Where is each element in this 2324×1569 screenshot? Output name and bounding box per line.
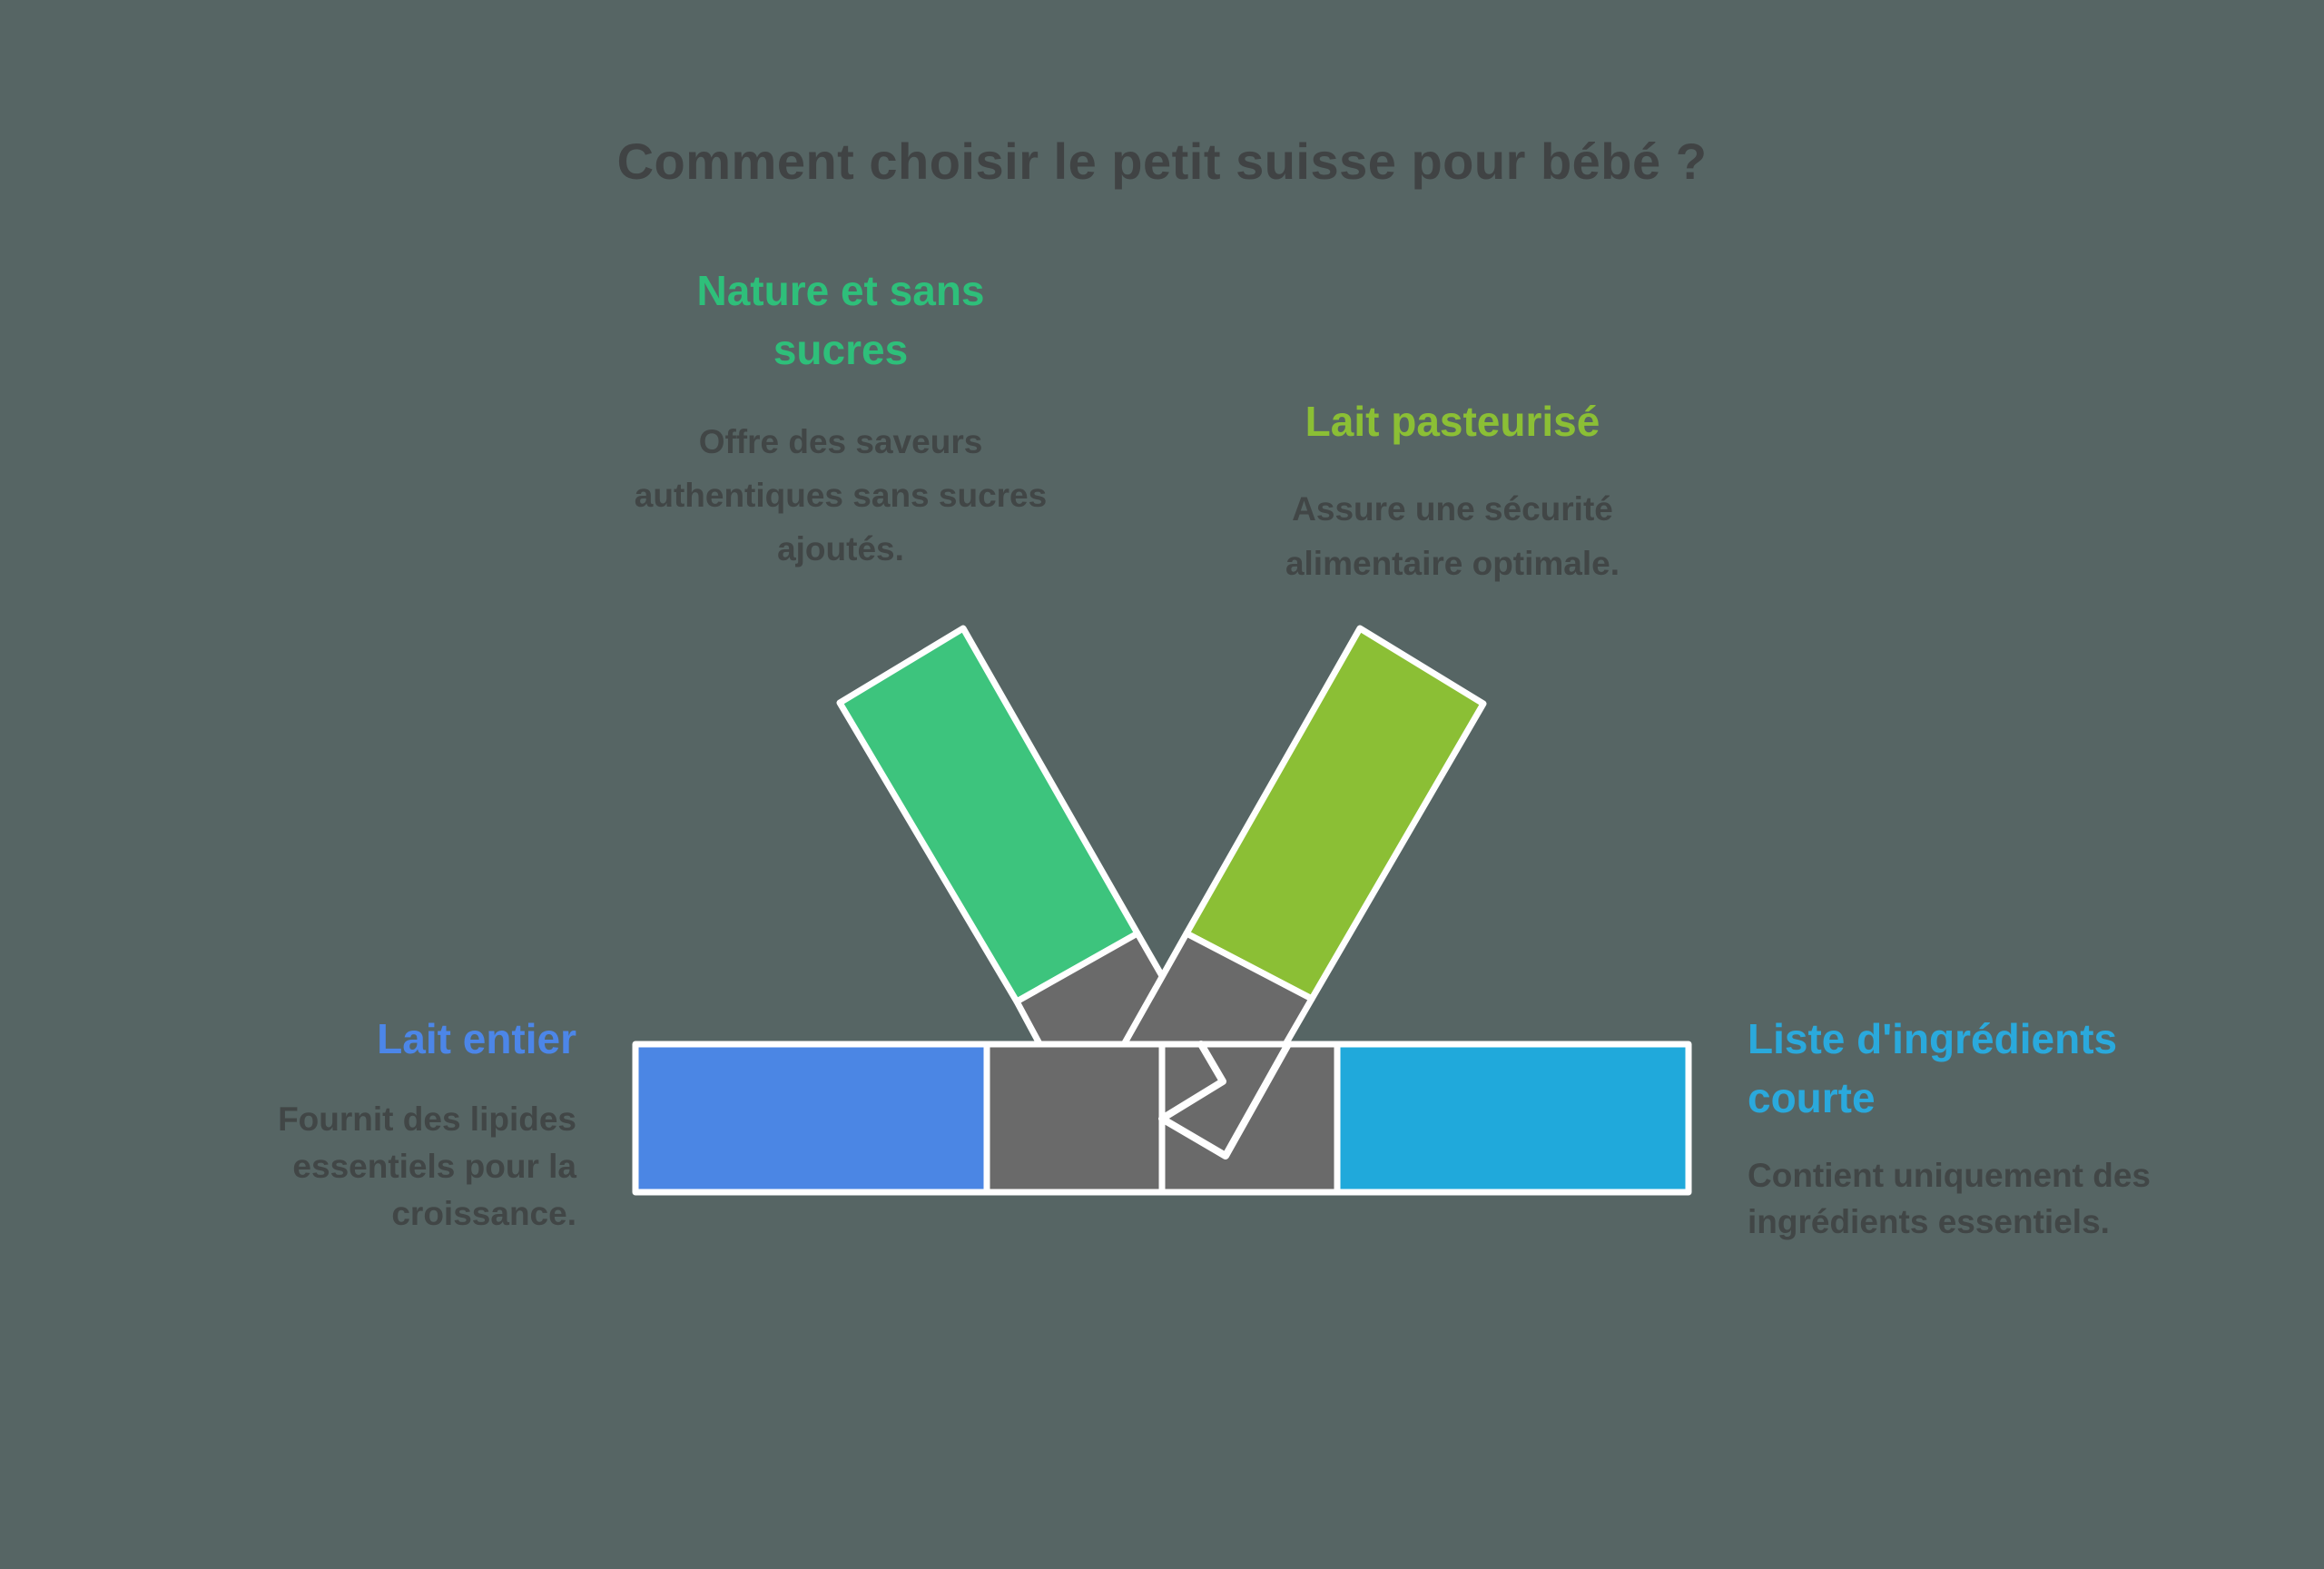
card-nature-heading: Nature et sans sucres [523, 262, 1158, 380]
desc-line: ingrédients essentiels. [1748, 1203, 2110, 1241]
card-nature: Nature et sans sucres Offre des saveurs … [523, 262, 1158, 576]
page-title: Comment choisir le petit suisse pour béb… [616, 133, 1708, 190]
desc-line: croissance. [391, 1194, 576, 1232]
bar-segment-blue [632, 1041, 990, 1196]
desc-line: alimentaire optimale. [1285, 544, 1620, 582]
desc-line: authentiques sans sucres [634, 476, 1048, 514]
desc-line: Contient uniquement des [1748, 1156, 2151, 1194]
bar-segment-gray-left [983, 1041, 1166, 1196]
card-nature-description: Offre des saveurs authentiques sans sucr… [523, 415, 1158, 577]
desc-line: essentiels pour la [292, 1148, 576, 1186]
card-pasteurise-heading: Lait pasteurisé [1135, 392, 1770, 451]
desc-line: Offre des saveurs [698, 422, 983, 460]
card-ingredients: Liste d'ingrédients courte Contient uniq… [1748, 1010, 2274, 1246]
lime-stick-head [1183, 625, 1487, 1002]
desc-line: ajoutés. [777, 530, 904, 567]
desc-line: Assure une sécurité [1292, 490, 1613, 528]
interlock-outline [1158, 1041, 1292, 1159]
card-entier-heading: Lait entier [213, 1010, 576, 1069]
card-pasteurise: Lait pasteurisé Assure une sécurité alim… [1135, 392, 1770, 590]
desc-line: Fournit des lipides [278, 1100, 576, 1139]
card-pasteurise-description: Assure une sécurité alimentaire optimale… [1135, 482, 1770, 589]
heading-line: sucres [773, 326, 909, 374]
heading-line: courte [1748, 1074, 1876, 1122]
card-ingredients-heading: Liste d'ingrédients courte [1748, 1010, 2274, 1129]
bar-segment-cyan [1334, 1041, 1692, 1196]
card-entier: Lait entier Fournit des lipides essentie… [213, 1010, 576, 1238]
heading-line: Lait entier [377, 1015, 576, 1062]
card-entier-description: Fournit des lipides essentiels pour la c… [213, 1096, 576, 1237]
heading-line: Liste d'ingrédients [1748, 1015, 2118, 1062]
heading-line: Lait pasteurisé [1305, 398, 1600, 445]
heading-line: Nature et sans [696, 267, 985, 314]
green-stick-head [836, 625, 1141, 1005]
card-ingredients-description: Contient uniquement des ingrédients esse… [1748, 1152, 2274, 1247]
